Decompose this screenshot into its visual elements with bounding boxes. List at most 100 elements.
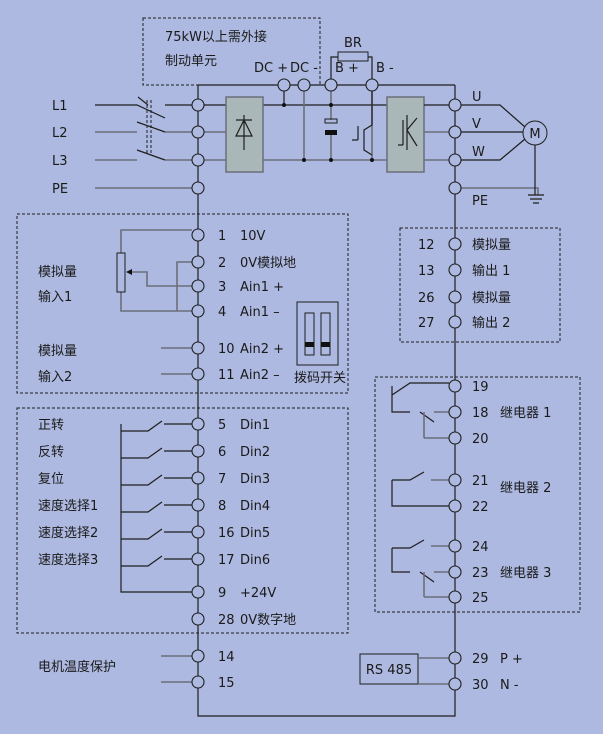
terminal-relay[interactable] [448, 565, 462, 579]
terminal-4[interactable] [191, 304, 205, 318]
relay-contacts [391, 382, 449, 583]
terminal-power-input[interactable] [191, 98, 205, 112]
terminal-power-output[interactable] [448, 125, 462, 139]
wiper-arrow-icon [126, 269, 132, 275]
terminal-power-output[interactable] [448, 181, 462, 195]
terminal-dc[interactable] [324, 78, 338, 92]
terminal-label: Din2 [240, 445, 270, 460]
power-output-label: U [472, 90, 482, 105]
digital-input-label: 复位 [38, 472, 64, 487]
terminal-label: Din1 [240, 418, 270, 433]
terminal-label: 0V模拟地 [240, 256, 296, 271]
terminal-analog-output[interactable] [448, 237, 462, 251]
switch-linkage [146, 100, 152, 155]
dc-terminal-label: DC + [254, 61, 288, 76]
terminal-dc[interactable] [297, 78, 311, 92]
dip-switch[interactable] [296, 301, 339, 366]
terminal-number: 18 [472, 406, 489, 421]
terminal-relay[interactable] [448, 431, 462, 445]
motor-label: M [529, 127, 540, 142]
dc-terminal-label: B + [335, 61, 359, 76]
terminal-power-output[interactable] [448, 98, 462, 112]
terminal-rs485[interactable] [448, 677, 462, 691]
capacitor-plate [324, 118, 338, 124]
terminal-16[interactable] [191, 525, 205, 539]
analog-input-2-label: 输入2 [38, 369, 72, 385]
terminal-analog-output[interactable] [448, 290, 462, 304]
rectifier-block [225, 96, 264, 173]
terminal-number: 20 [472, 432, 489, 447]
terminal-power-input[interactable] [191, 125, 205, 139]
terminal-10[interactable] [191, 341, 205, 355]
terminal-7[interactable] [191, 471, 205, 485]
digital-input-box [16, 407, 349, 634]
terminal-power-input[interactable] [191, 181, 205, 195]
analog-input-box [16, 213, 349, 394]
terminal-power-output[interactable] [448, 153, 462, 167]
din-switch [121, 447, 192, 459]
terminal-number: 14 [218, 650, 235, 665]
terminal-number: 22 [472, 500, 489, 515]
terminal-label: +24V [240, 586, 276, 601]
relay-label: 继电器 3 [500, 566, 551, 581]
terminal-number: 12 [418, 238, 435, 253]
terminal-28[interactable] [191, 612, 205, 626]
terminal-2[interactable] [191, 255, 205, 269]
power-input-label: L3 [52, 154, 68, 169]
dip-switch-label: 拨码开关 [294, 371, 346, 386]
din-switch [121, 501, 192, 513]
analog-output-label: 输出 2 [472, 315, 510, 331]
terminal-label: Din6 [240, 553, 270, 568]
terminal-9[interactable] [191, 585, 205, 599]
terminal-number: 11 [218, 368, 235, 383]
terminal-number: 8 [218, 499, 226, 514]
motor-temp-lines [161, 655, 192, 683]
digital-input-label: 反转 [38, 445, 64, 460]
motor-temp-label: 电机温度保护 [38, 659, 116, 675]
din-switch [121, 528, 192, 540]
power-output-label: V [472, 117, 481, 132]
terminal-relay[interactable] [448, 499, 462, 513]
terminal-15[interactable] [191, 675, 205, 689]
analog-input-2-label: 模拟量 [38, 344, 77, 359]
terminal-number: 28 [218, 613, 235, 628]
terminal-1[interactable] [191, 228, 205, 242]
terminal-number: 10 [218, 342, 235, 357]
terminal-3[interactable] [191, 279, 205, 293]
terminal-5[interactable] [191, 417, 205, 431]
terminal-dc[interactable] [277, 78, 291, 92]
igbt-icon [398, 115, 418, 150]
terminal-label: Din4 [240, 499, 270, 514]
terminal-relay[interactable] [448, 473, 462, 487]
terminal-rs485[interactable] [448, 651, 462, 665]
analog-input-1-label: 模拟量 [38, 265, 77, 280]
terminal-dc[interactable] [365, 78, 379, 92]
terminal-relay[interactable] [448, 539, 462, 553]
resistor-label: BR [344, 36, 362, 51]
terminal-14[interactable] [191, 649, 205, 663]
terminal-analog-output[interactable] [448, 263, 462, 277]
terminal-number: 16 [218, 526, 235, 541]
terminal-number: 21 [472, 474, 489, 489]
brake-resistor [337, 51, 369, 62]
dc-minus-line [198, 85, 387, 161]
rs485-terminal-label: N - [500, 678, 519, 693]
terminal-number: 3 [218, 280, 226, 295]
main-switch [95, 96, 166, 119]
terminal-relay[interactable] [448, 405, 462, 419]
terminal-relay[interactable] [448, 379, 462, 393]
output-lines [424, 131, 539, 195]
terminal-6[interactable] [191, 444, 205, 458]
terminal-power-input[interactable] [191, 153, 205, 167]
terminal-number: 30 [472, 678, 489, 693]
relay-box [374, 376, 581, 613]
dc-terminal-label: B - [376, 61, 394, 76]
terminal-relay[interactable] [448, 590, 462, 604]
terminal-17[interactable] [191, 552, 205, 566]
relay-label: 继电器 1 [500, 406, 551, 421]
power-input-label: L1 [52, 99, 68, 114]
terminal-11[interactable] [191, 367, 205, 381]
terminal-analog-output[interactable] [448, 315, 462, 329]
terminal-number: 5 [218, 418, 226, 433]
terminal-8[interactable] [191, 498, 205, 512]
